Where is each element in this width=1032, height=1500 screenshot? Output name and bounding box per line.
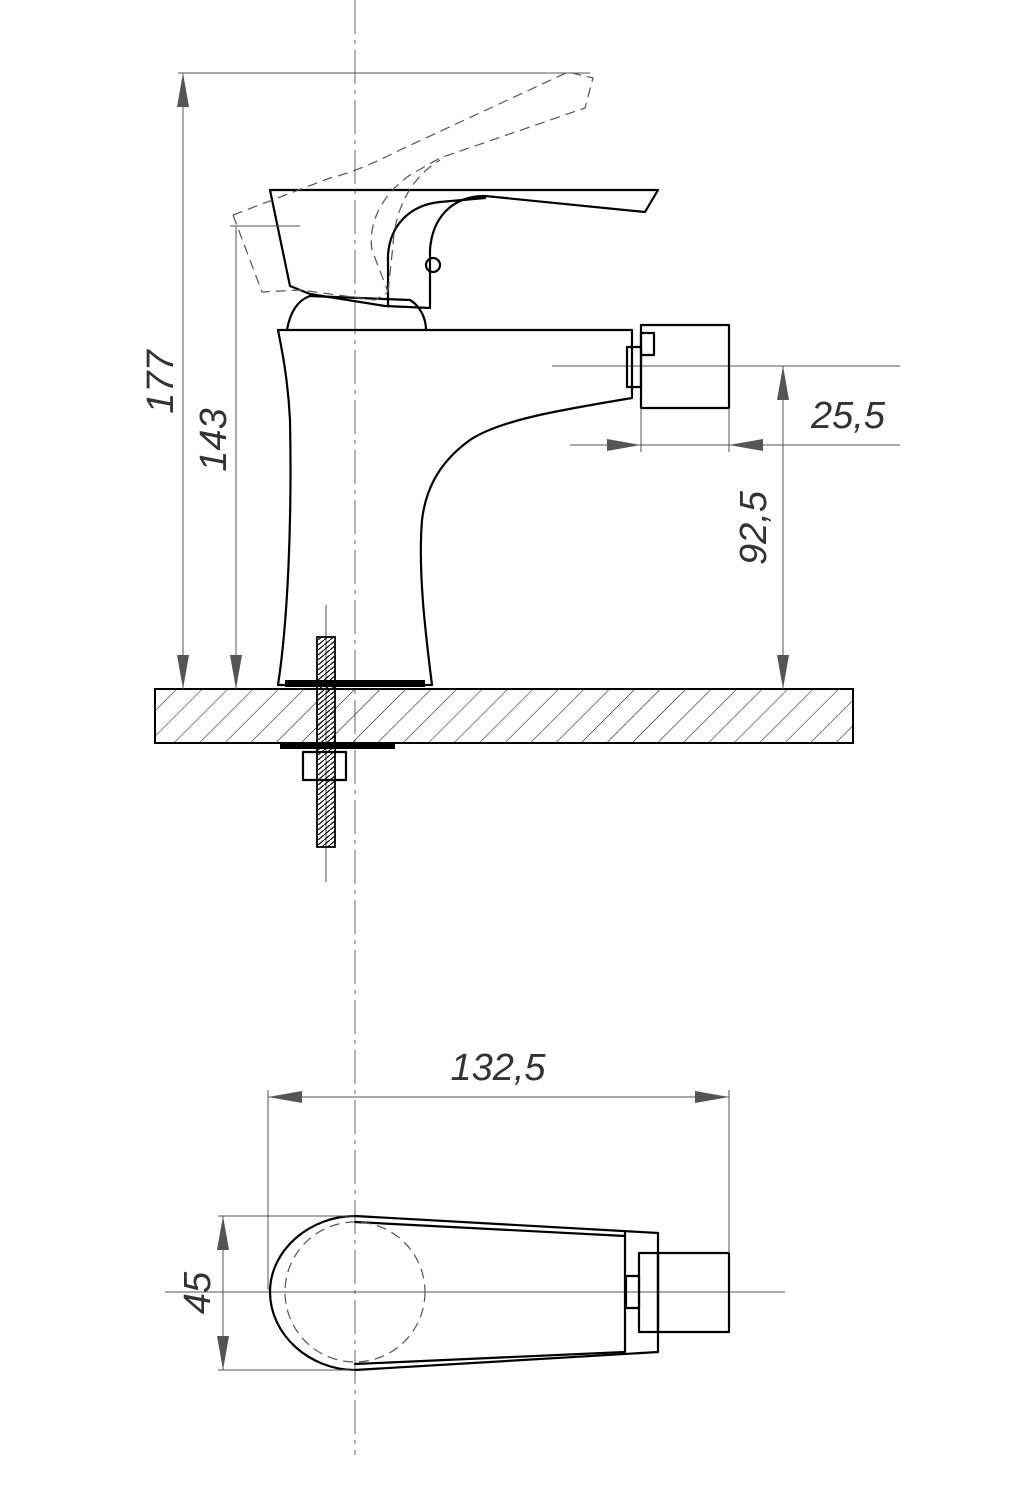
arrow-132-right	[695, 1091, 729, 1103]
arrow-92-bottom	[777, 655, 789, 689]
dim-label-177: 177	[140, 348, 182, 413]
handle-phantom-inner	[387, 159, 441, 293]
arrow-45-top	[217, 1216, 229, 1250]
plan-body-outline	[268, 1214, 660, 1372]
plan-cartridge-circle	[284, 1221, 426, 1363]
arrow-177-top	[177, 73, 189, 107]
dim-label-132: 132,5	[450, 1047, 546, 1089]
handle-phantom-raised	[232, 71, 594, 301]
arrow-92-top	[777, 366, 789, 400]
arrow-132-left	[268, 1091, 302, 1103]
dim-label-92: 92,5	[733, 490, 775, 565]
handle-inner-curve	[386, 196, 487, 308]
gasket-top	[285, 680, 425, 687]
arrow-25-left	[607, 439, 641, 451]
plan-body-inner	[353, 1220, 627, 1366]
nozzle-connector-inner	[639, 331, 656, 357]
faucet-body	[276, 328, 634, 687]
dim-label-25: 25,5	[810, 395, 886, 437]
handle-pivot	[424, 256, 442, 274]
arrow-177-bottom	[177, 655, 189, 689]
gasket-bottom	[280, 743, 395, 749]
arrow-25-right	[729, 439, 763, 451]
countertop-section	[154, 688, 854, 744]
dim-label-45: 45	[177, 1271, 219, 1314]
nozzle-connector	[625, 345, 643, 389]
threaded-stud	[316, 636, 336, 848]
arrow-45-bottom	[217, 1336, 229, 1370]
dim-label-143: 143	[193, 408, 235, 471]
plan-connector-detail	[624, 1274, 641, 1310]
arrow-143-bottom	[230, 655, 242, 689]
handle-lever	[268, 188, 660, 310]
